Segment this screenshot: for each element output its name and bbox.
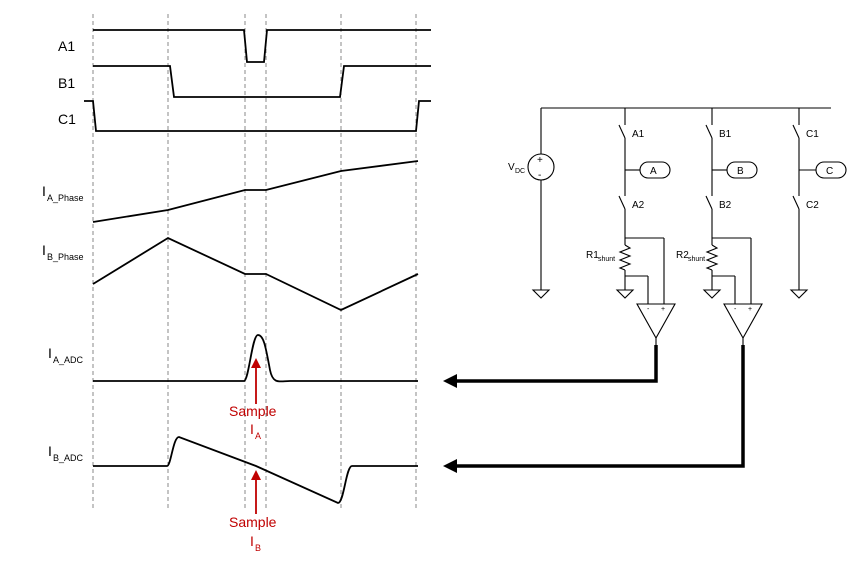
inverter-circuit: + - V DC A A1 A2 R1 shunt - +	[508, 107, 847, 345]
arrow-a-head	[443, 374, 457, 388]
phase-c-label: C	[826, 166, 833, 177]
ground-icon	[702, 289, 722, 299]
r2-label: R2	[676, 250, 689, 261]
ground-icon	[615, 289, 635, 299]
sample-a-annotation: Sample I A	[229, 358, 277, 441]
amp-a-plus: +	[661, 306, 665, 313]
ib-phase-label: I B_Phase	[42, 242, 84, 262]
vdc-minus: -	[538, 170, 541, 181]
switch-c1-label: C1	[806, 129, 819, 140]
sample-b-symbol: I	[250, 533, 254, 549]
sample-a-arrowhead	[251, 358, 261, 368]
phase-c-node	[815, 161, 847, 179]
a1-label: A1	[58, 38, 75, 54]
vdc-plus: +	[537, 155, 543, 166]
sample-b-arrowhead	[251, 470, 261, 480]
r1-label-sub: shunt	[598, 256, 615, 263]
switch-b2-label: B2	[719, 200, 732, 211]
ib-adc-waveform	[93, 436, 418, 504]
phase-b-node	[726, 161, 758, 179]
amp-a-minus: -	[647, 306, 650, 313]
switch-a1	[618, 124, 626, 139]
c1-waveform	[84, 100, 431, 132]
sample-a-subscript: A	[255, 431, 261, 441]
adc-feedback-arrows	[443, 345, 745, 473]
phase-a-label: A	[650, 166, 657, 177]
ib-phase-waveform	[92, 236, 419, 311]
r1-shunt-resistor	[618, 244, 632, 271]
svg-text:A_ADC: A_ADC	[53, 355, 84, 365]
time-markers	[92, 14, 417, 510]
sample-a-word: Sample	[229, 403, 277, 419]
svg-text:I: I	[48, 345, 52, 361]
sample-b-subscript: B	[255, 543, 261, 553]
amp-b-plus: +	[748, 306, 752, 313]
arrow-a-line	[455, 345, 658, 383]
b1-waveform	[93, 65, 431, 98]
amp-b-minus: -	[734, 306, 737, 313]
ground-icon	[531, 289, 551, 299]
ib-adc-label: I B_ADC	[48, 443, 84, 463]
r2-label-sub: shunt	[688, 256, 705, 263]
ia-phase-label: I A_Phase	[42, 183, 84, 203]
switch-c2	[792, 195, 800, 210]
vdc-label-sub: DC	[515, 168, 525, 175]
switch-a2-label: A2	[632, 200, 645, 211]
ia-phase-waveform	[92, 160, 419, 223]
b1-label: B1	[58, 75, 75, 91]
arrow-b-head	[443, 459, 457, 473]
ia-adc-waveform	[93, 334, 418, 383]
amplifier-a	[636, 303, 676, 340]
sample-b-annotation: Sample I B	[229, 470, 277, 553]
sample-a-symbol: I	[250, 421, 254, 437]
svg-text:I: I	[42, 242, 46, 258]
switch-b1	[705, 124, 713, 139]
r2-shunt-resistor	[705, 244, 719, 271]
amplifier-b	[723, 303, 763, 340]
switch-a2	[618, 195, 626, 210]
switch-c1	[792, 124, 800, 139]
switch-c2-label: C2	[806, 200, 819, 211]
switch-b2	[705, 195, 713, 210]
svg-text:I: I	[42, 183, 46, 199]
arrow-b-line	[455, 345, 745, 468]
ia-adc-label: I A_ADC	[48, 345, 84, 365]
r1-label: R1	[586, 250, 599, 261]
phase-a-node	[639, 161, 671, 179]
a1-waveform	[93, 29, 431, 63]
svg-text:B_Phase: B_Phase	[47, 252, 84, 262]
sample-b-word: Sample	[229, 514, 277, 530]
phase-b-label: B	[737, 166, 744, 177]
svg-text:I: I	[48, 443, 52, 459]
svg-text:B_ADC: B_ADC	[53, 453, 84, 463]
ground-icon	[789, 289, 809, 299]
switch-a1-label: A1	[632, 129, 645, 140]
c1-label: C1	[58, 111, 76, 127]
svg-text:A_Phase: A_Phase	[47, 193, 84, 203]
vdc-label: V	[508, 162, 515, 173]
switch-b1-label: B1	[719, 129, 732, 140]
